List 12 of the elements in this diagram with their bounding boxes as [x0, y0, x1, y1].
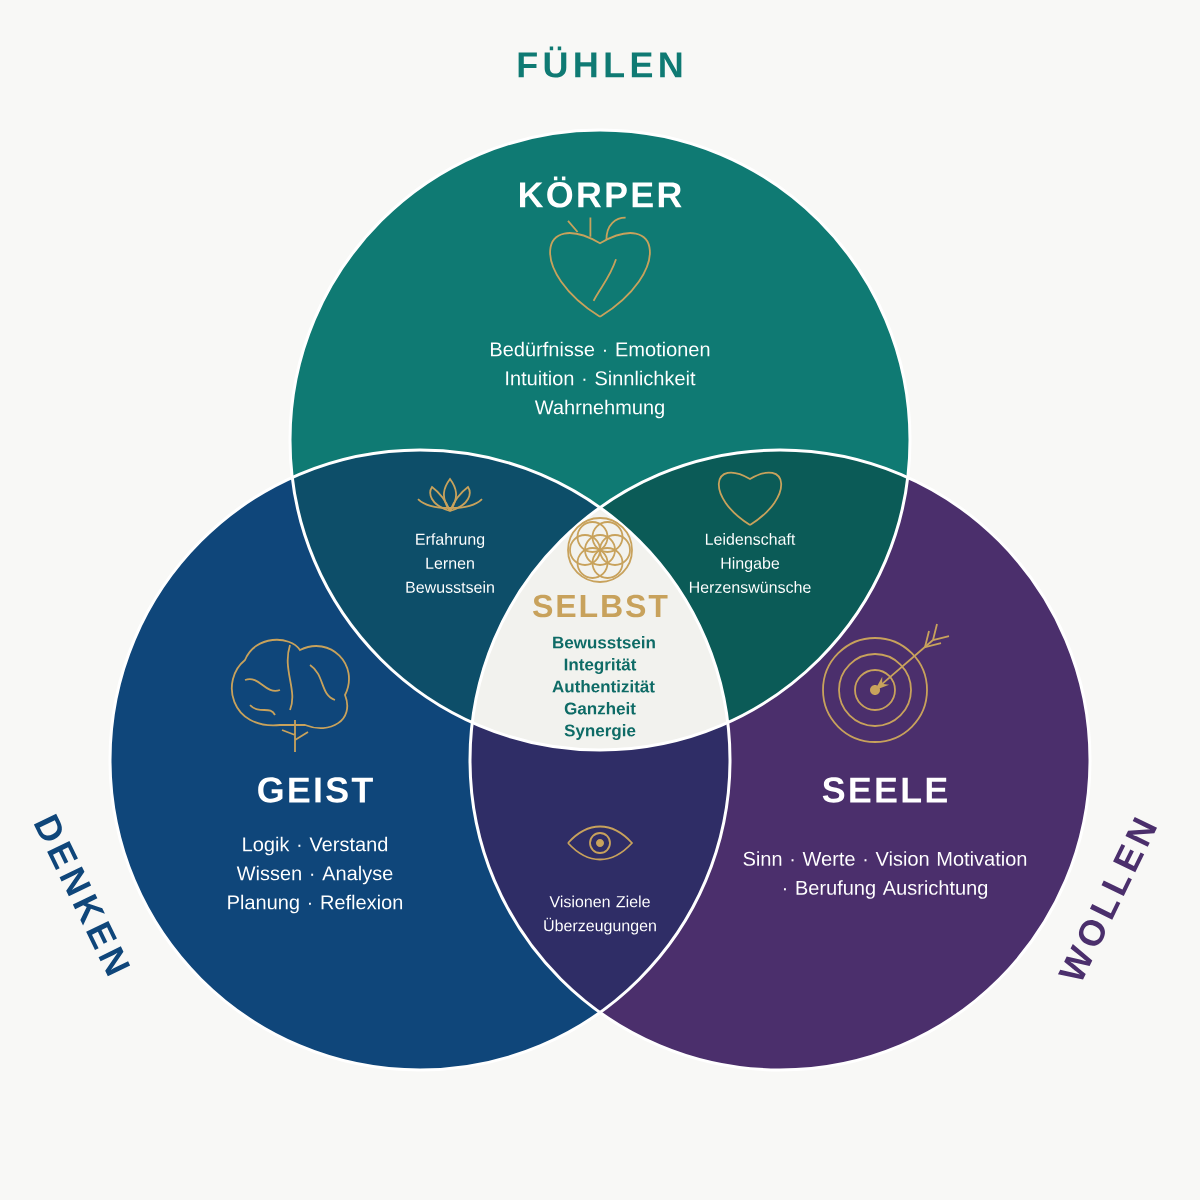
side-label: FÜHLEN: [518, 46, 682, 78]
circle-title: GEIST: [258, 777, 373, 803]
keyword-list: Bewusstsein Integrität Authentizität Ganzheit Synergie: [552, 636, 655, 740]
keyword-list: Visionen Ziele Überzeugungen: [544, 895, 656, 935]
center-title: SELBST: [533, 594, 668, 618]
keyword-list: Erfahrung Lernen Bewusstsein: [406, 533, 494, 593]
keyword-list: Bedürfnisse · Emotionen Intuition · Sinnlichkeit Wahrnehmung: [491, 341, 710, 419]
keyword-list: Sinn · Werte · Vision Motivation · Berufung Ausrichtung: [743, 851, 1027, 899]
keyword-list: Leidenschaft Hingabe Herzenswünsche: [689, 533, 811, 593]
circle-title: SEELE: [822, 777, 947, 803]
keyword-list: Logik · Verstand Wissen · Analyse Planung · Reflexion: [228, 836, 403, 914]
circle-title: KÖRPER: [520, 176, 682, 208]
